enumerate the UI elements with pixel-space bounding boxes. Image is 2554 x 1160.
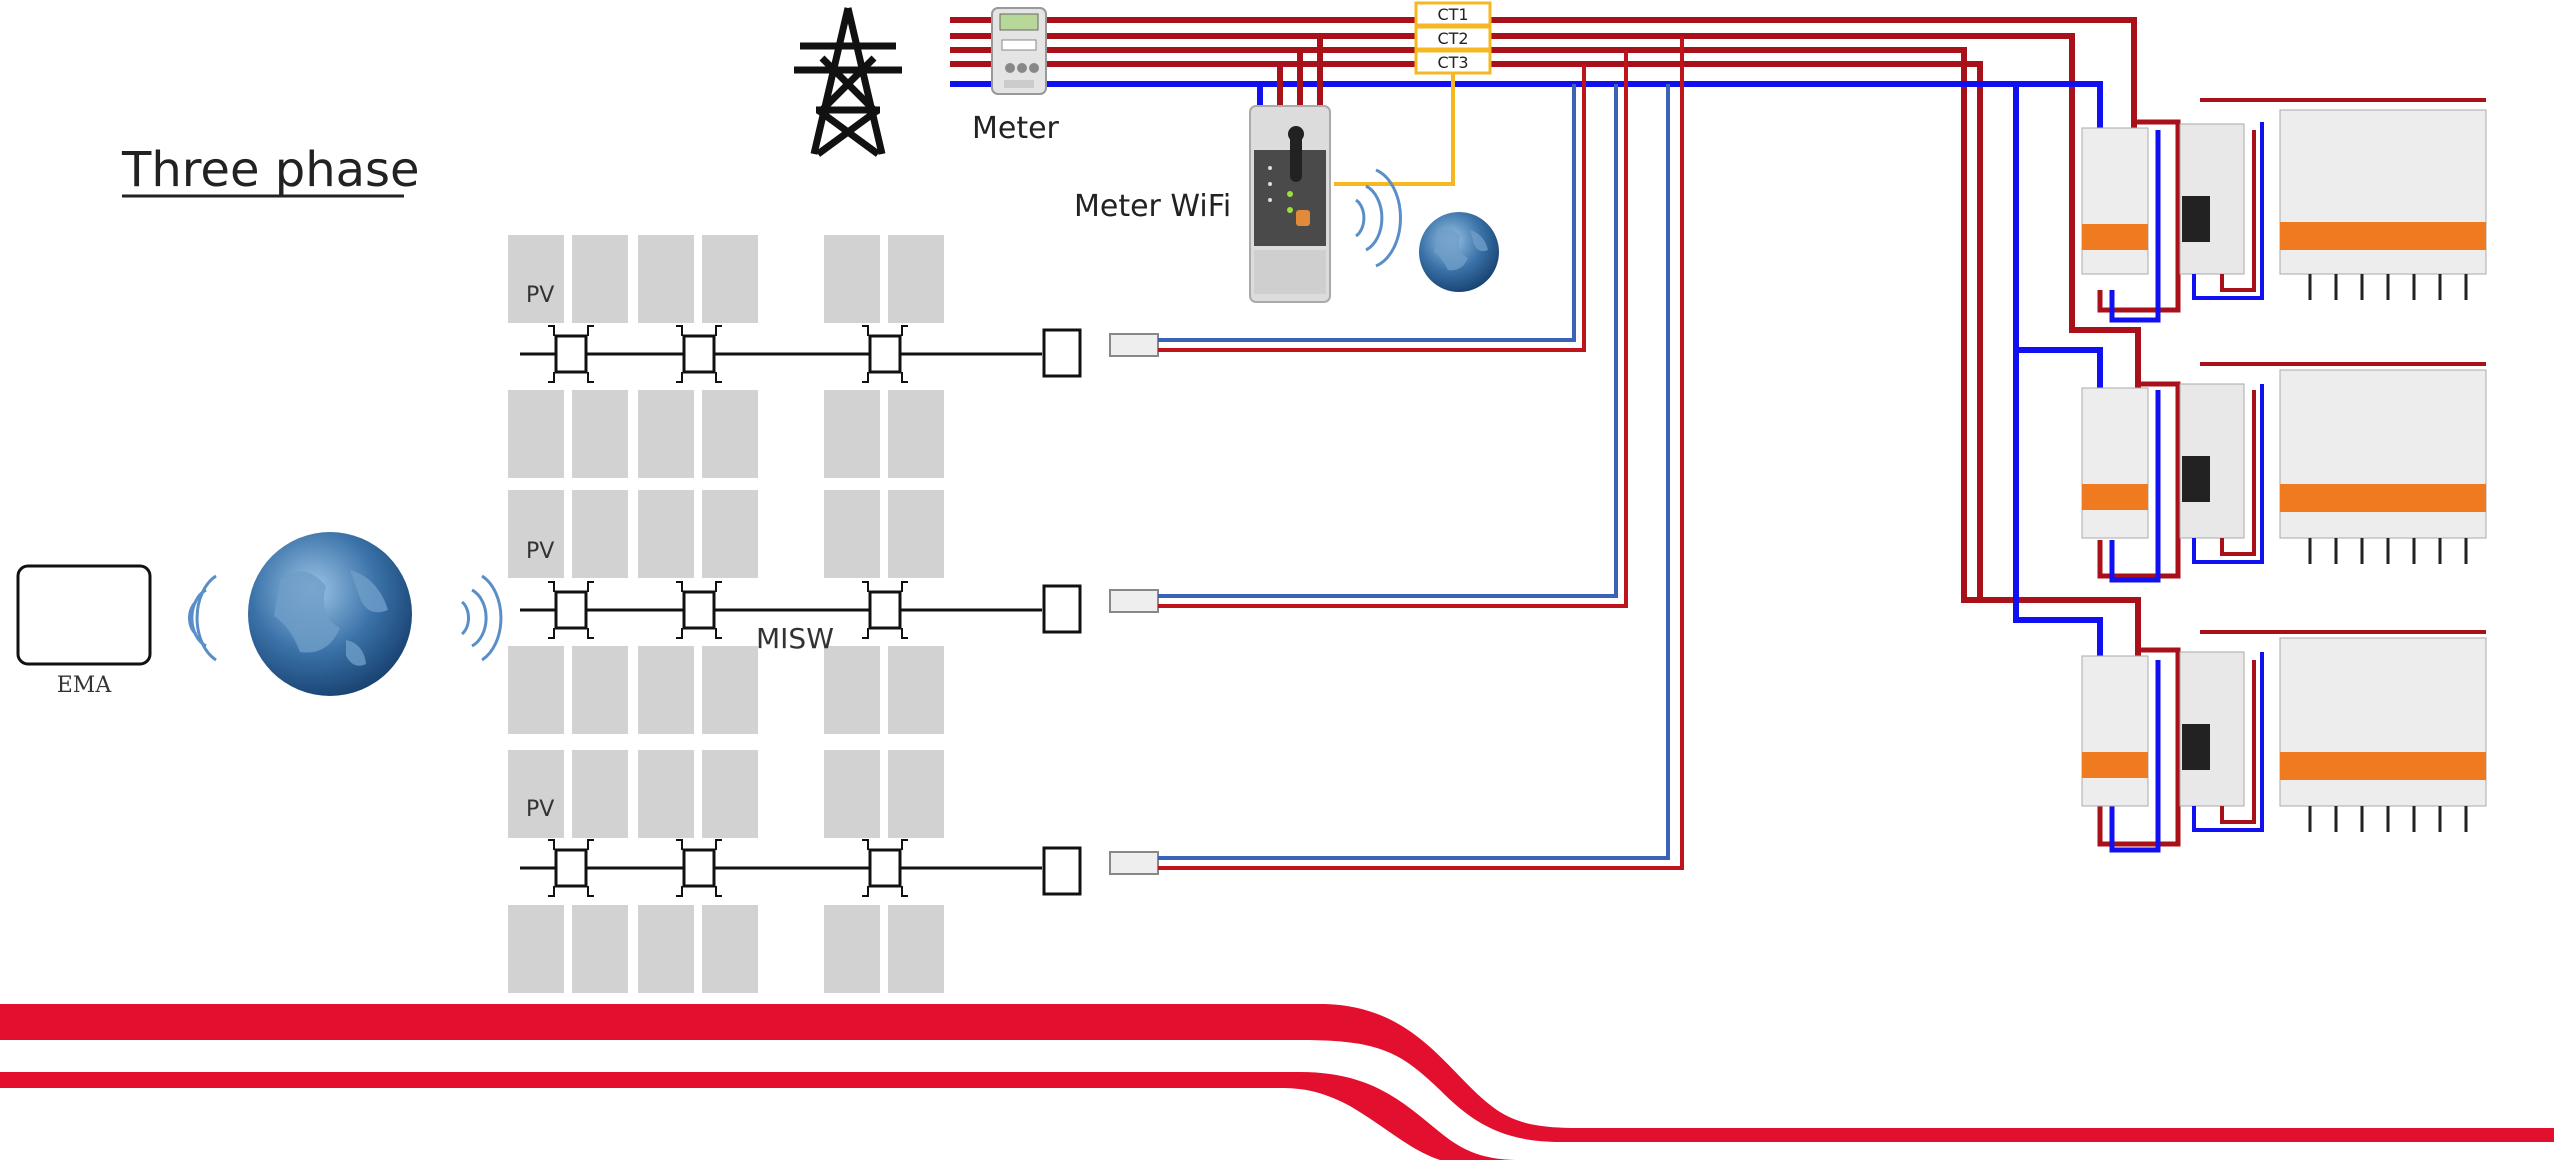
ct1-label: CT1 (1437, 5, 1468, 24)
ct2-label: CT2 (1437, 29, 1468, 48)
ema-label: EMA (57, 673, 113, 698)
dc-connector-icon (1109, 589, 1159, 613)
ct-clamps: CT1 CT2 CT3 (1334, 1, 1492, 186)
ct-signal-wire (1334, 73, 1455, 186)
decorative-swoosh (0, 1004, 2554, 1160)
page-title-text: Three phase (121, 142, 420, 198)
dc-connector-icon (1109, 333, 1159, 357)
meter-label: Meter (972, 111, 1060, 146)
pv-label-row-1: PV (526, 283, 554, 308)
ct3-label: CT3 (1437, 53, 1468, 72)
dc-connector-icon (1109, 851, 1159, 875)
pv-label-row-2: PV (526, 539, 554, 564)
ct2-clamp: CT2 (1414, 25, 1492, 51)
microinverter-icon (554, 590, 902, 630)
globe-icon (248, 532, 412, 696)
page-title: Three phase (121, 142, 420, 198)
string-row-3 (520, 36, 1684, 897)
meter-wifi-label: Meter WiFi (1074, 189, 1231, 224)
misw-label: MISW (756, 622, 834, 655)
breaker-icon (2279, 637, 2487, 807)
junction-box-icon (1042, 328, 1082, 378)
globe-icon (1419, 212, 1499, 292)
microinverter-icon (554, 334, 902, 374)
ct1-clamp: CT1 (1414, 1, 1492, 27)
energy-meter-icon (991, 7, 1047, 95)
breaker-icon (2081, 387, 2149, 539)
pv-array (508, 235, 944, 993)
distribution-board-3 (2081, 630, 2487, 853)
meter-wifi-device-icon (1249, 105, 1331, 303)
breaker-icon (2081, 127, 2149, 275)
breaker-icon (2081, 655, 2149, 807)
ct3-clamp: CT3 (1414, 49, 1492, 75)
wifi-waves-icon (1355, 168, 1402, 268)
grid-bus-wires (950, 17, 2141, 660)
pv-label-row-3: PV (526, 797, 554, 822)
distribution-board-1 (2081, 98, 2487, 323)
distribution-board-2 (2081, 362, 2487, 583)
microinverter-icon (554, 848, 902, 888)
ema-device[interactable] (16, 564, 152, 666)
string-row-1 (520, 64, 1586, 383)
power-tower-icon (794, 7, 902, 157)
junction-box-icon (1042, 846, 1082, 896)
wifi-waves-icon (188, 574, 503, 662)
breaker-icon (2279, 369, 2487, 539)
string-row-2 (520, 50, 1628, 639)
junction-box-icon (1042, 584, 1082, 634)
